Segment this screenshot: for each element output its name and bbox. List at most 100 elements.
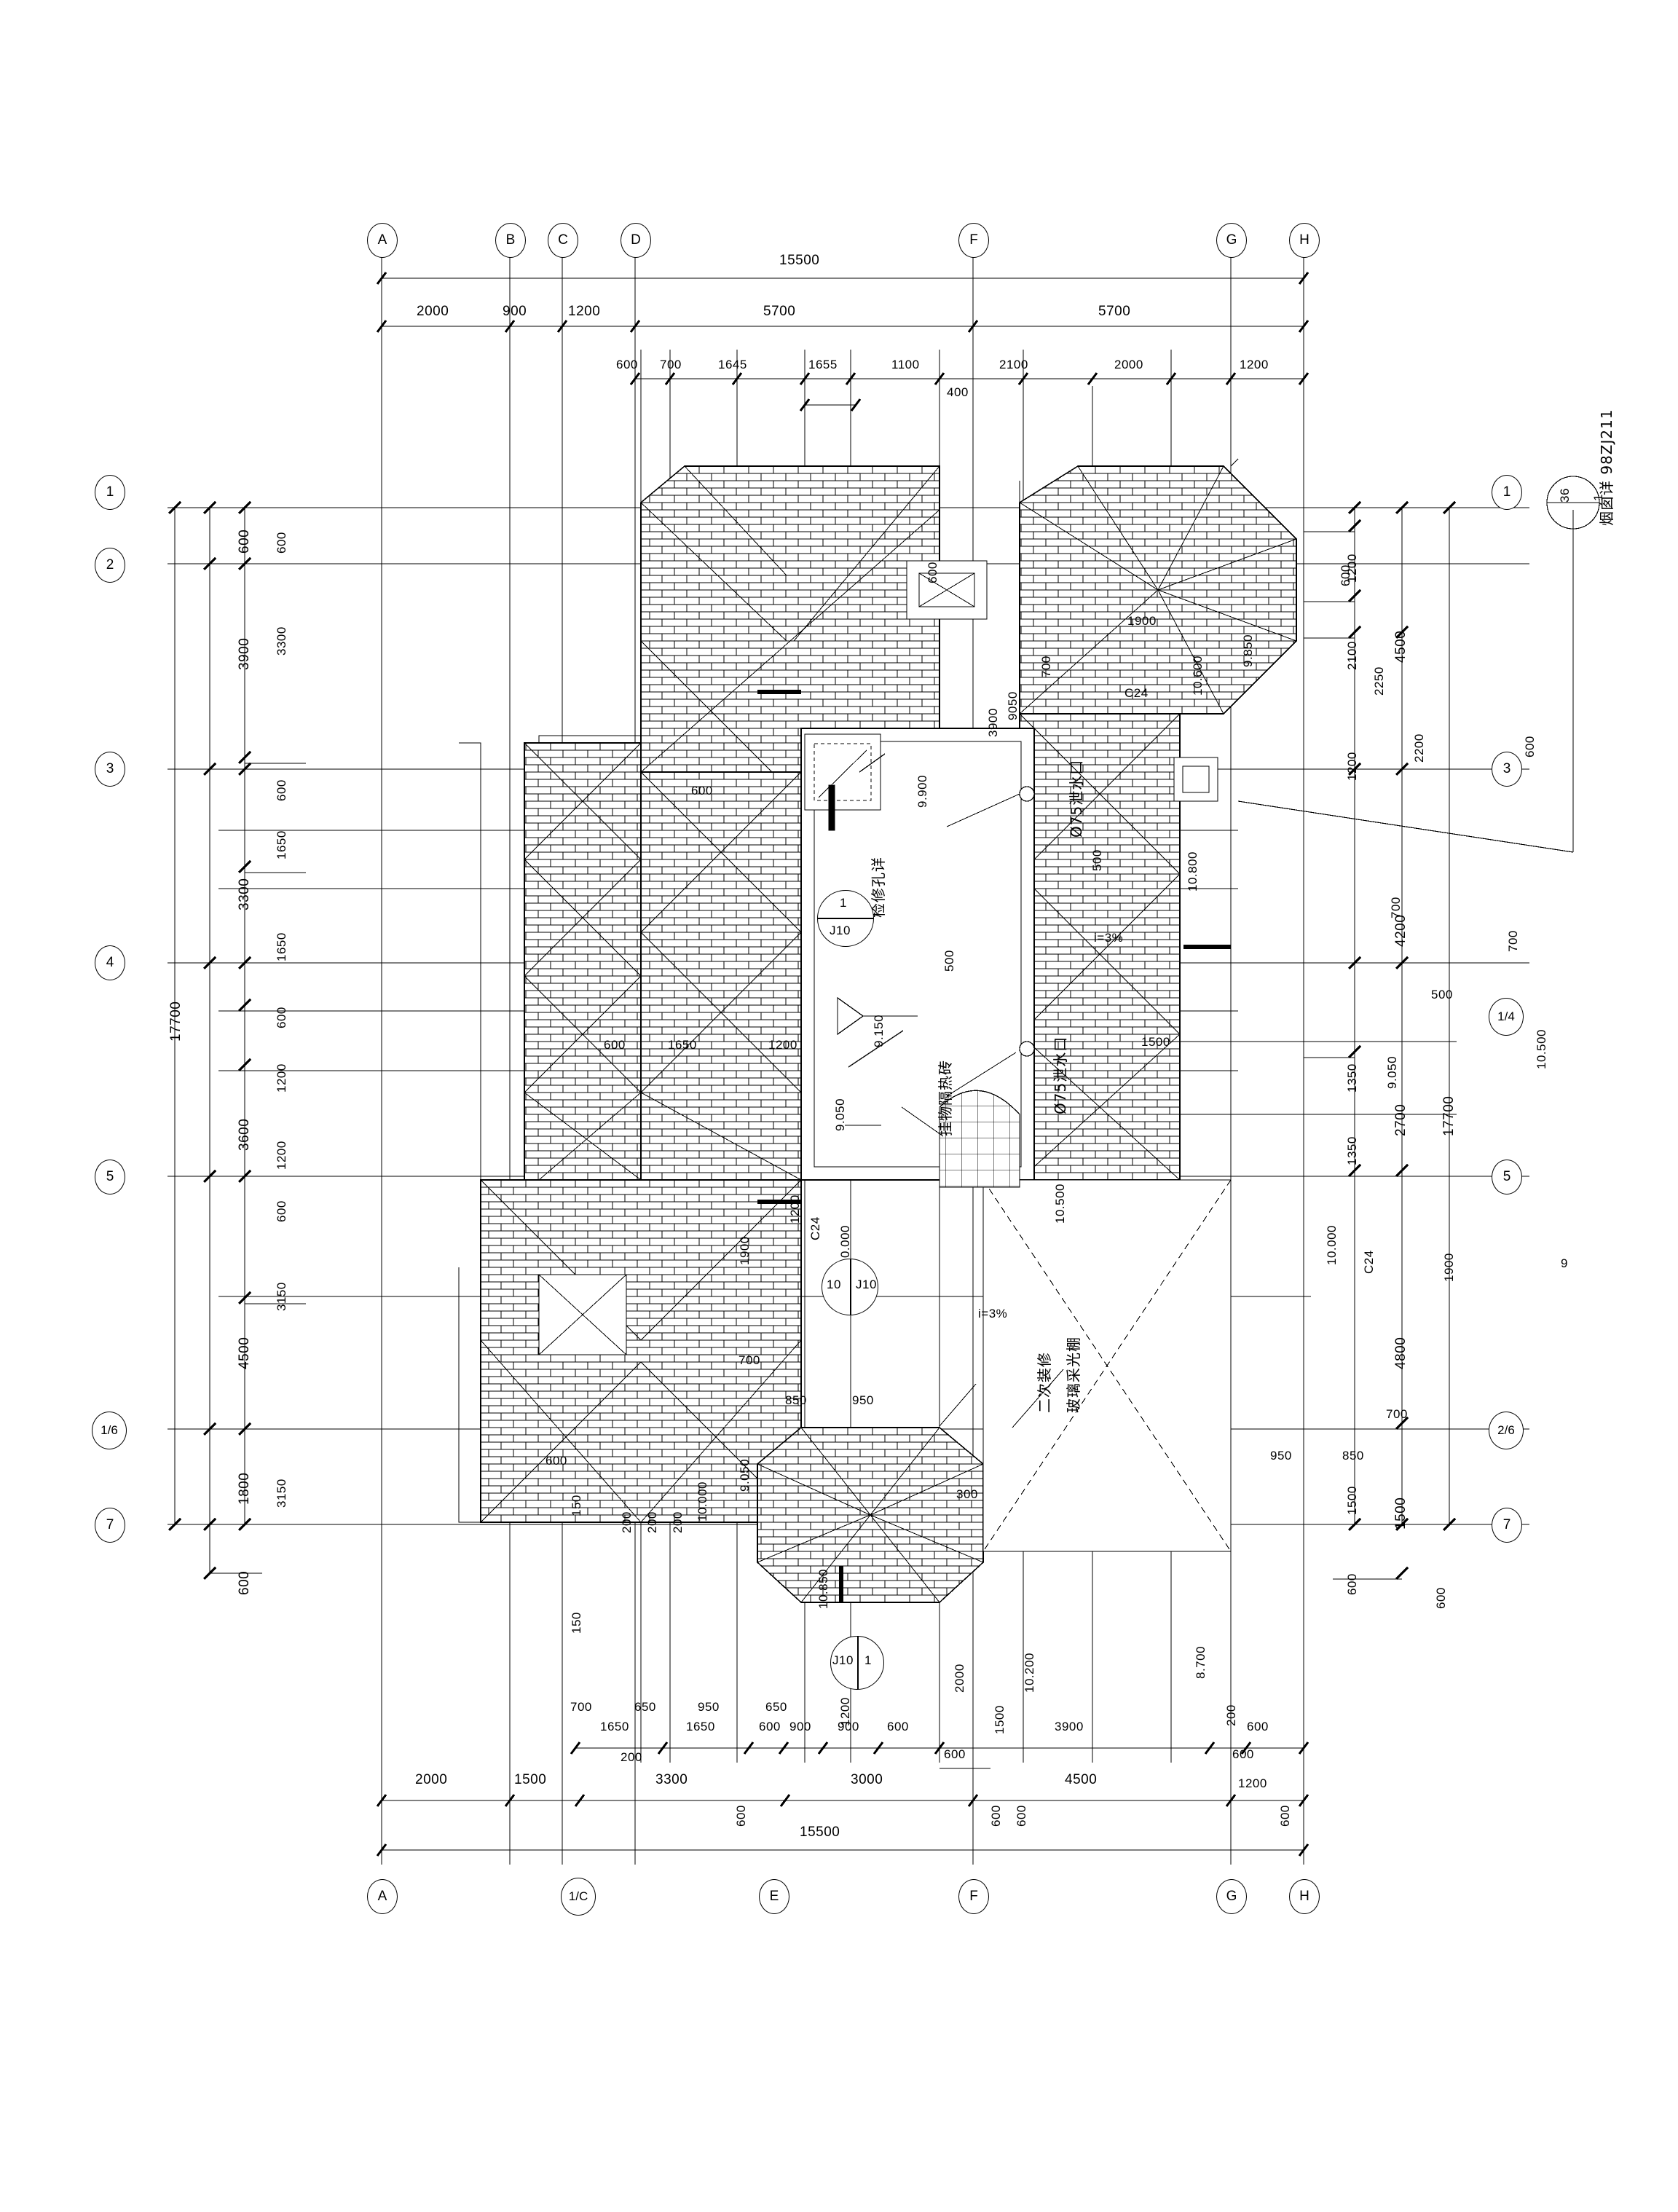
grid-bubble-top-C[interactable]: C <box>548 223 578 258</box>
interior-dim: 10.000 <box>1325 1225 1339 1265</box>
dim-bot-600b: 600 <box>887 1720 909 1733</box>
interior-dim: 200 <box>645 1511 659 1533</box>
dim-top-5700b: 5700 <box>1098 304 1131 319</box>
dim-right2-1500: 1500 <box>1393 1497 1409 1530</box>
dim-left2-3150a: 3150 <box>275 1282 288 1311</box>
dim-left-3900: 3900 <box>237 637 252 670</box>
interior-dim: 1900 <box>1127 614 1157 628</box>
dim-right-1500: 1500 <box>1345 1486 1359 1515</box>
interior-dim: 600 <box>604 1038 626 1052</box>
dim-right-1200b: 1200 <box>1345 752 1359 781</box>
interior-dim: 650 <box>634 1700 656 1714</box>
grid-bubble-bottom-H[interactable]: H <box>1289 1879 1320 1914</box>
grid-bubble-right-5[interactable]: 5 <box>1492 1160 1522 1194</box>
grid-bubble-top-B[interactable]: B <box>495 223 526 258</box>
dim-right2-4200: 4200 <box>1393 914 1409 947</box>
label-insulation-brick: 挂物隔热砖 <box>937 1060 954 1136</box>
grid-bubble-bottom-E[interactable]: E <box>759 1879 789 1914</box>
interior-dim: 600 <box>1434 1587 1448 1609</box>
grid-bubble-top-H[interactable]: H <box>1289 223 1320 258</box>
interior-dim: 10.000 <box>696 1481 709 1522</box>
grid-bubble-top-D[interactable]: D <box>621 223 651 258</box>
dim-left-600b: 600 <box>237 1570 252 1595</box>
grid-bubble-right-1[interactable]: 1 <box>1492 475 1522 510</box>
grid-bubble-left-7[interactable]: 7 <box>95 1508 125 1543</box>
grid-bubble-bottom-1C[interactable]: 1/C <box>561 1878 596 1916</box>
interior-dim: 9.150 <box>872 1014 886 1047</box>
dim-bot-1500: 1500 <box>514 1772 547 1787</box>
grid-bubble-top-A[interactable]: A <box>367 223 398 258</box>
dim-left2-1200b: 1200 <box>275 1141 288 1170</box>
interior-dim: 1900 <box>738 1236 752 1265</box>
dim-bot-4500: 4500 <box>1065 1772 1098 1787</box>
label-drain-outlet-1: Ø75泄水口 <box>1068 759 1085 838</box>
interior-dim: 950 <box>1270 1449 1292 1463</box>
grid-bubble-right-14[interactable]: 1/4 <box>1489 998 1524 1036</box>
dim-bot-600e: 600 <box>1232 1747 1254 1761</box>
interior-dim: 600 <box>1015 1805 1028 1827</box>
interior-dim: 200 <box>620 1511 634 1533</box>
detail-callout-ridge[interactable]: 10 J10 <box>822 1259 878 1315</box>
grid-bubble-bottom-A[interactable]: A <box>367 1879 398 1914</box>
section-marker-bottom[interactable]: J10 1 <box>830 1636 884 1690</box>
grid-bubble-top-F[interactable]: F <box>958 223 989 258</box>
interior-dim: 700 <box>1506 930 1520 952</box>
grid-bubble-left-16[interactable]: 1/6 <box>92 1412 127 1449</box>
grid-bubble-bottom-G[interactable]: G <box>1216 1879 1247 1914</box>
interior-dim: C24 <box>808 1216 822 1240</box>
interior-dim: 10.600 <box>1191 656 1205 696</box>
dim-bot-3000: 3000 <box>851 1772 883 1787</box>
grid-bubble-bottom-F[interactable]: F <box>958 1879 989 1914</box>
dim-left2-3150b: 3150 <box>275 1479 288 1508</box>
interior-dim: 500 <box>942 950 956 972</box>
interior-dim: 150 <box>570 1612 583 1634</box>
grid-bubble-left-1[interactable]: 1 <box>95 475 125 510</box>
interior-dim: 10.500 <box>1535 1029 1548 1069</box>
dim-left-600a: 600 <box>237 529 252 554</box>
dim-top-1200b: 1200 <box>1240 358 1269 371</box>
dim-bot-600d: 600 <box>944 1747 966 1761</box>
interior-dim: 850 <box>785 1393 807 1407</box>
interior-dim: 9.050 <box>738 1458 752 1492</box>
grid-bubble-right-26[interactable]: 2/6 <box>1489 1412 1524 1449</box>
grid-bubble-right-7[interactable]: 7 <box>1492 1508 1522 1543</box>
dim-bot-1200: 1200 <box>1238 1776 1267 1790</box>
grid-bubble-left-2[interactable]: 2 <box>95 548 125 583</box>
interior-dim: 10.850 <box>816 1569 830 1609</box>
interior-dim: 300 <box>956 1487 978 1501</box>
interior-dim: 500 <box>1090 849 1104 871</box>
interior-dim: 650 <box>765 1700 787 1714</box>
interior-dim: 1200 <box>768 1038 797 1052</box>
interior-dim: 1900 <box>1442 1253 1456 1282</box>
dim-bot-900b: 900 <box>838 1720 859 1733</box>
dim-left2-600d: 600 <box>275 1200 288 1222</box>
dim-bot-900a: 900 <box>789 1720 811 1733</box>
grid-bubble-top-G[interactable]: G <box>1216 223 1247 258</box>
interior-dim: 10.800 <box>1186 851 1200 892</box>
interior-dim: 2250 <box>1372 666 1386 696</box>
grid-bubble-left-4[interactable]: 4 <box>95 945 125 980</box>
interior-dim: 200 <box>621 1750 642 1764</box>
detail-callout-inspection[interactable]: 1 J10 <box>817 890 874 947</box>
grid-bubble-left-5[interactable]: 5 <box>95 1160 125 1194</box>
dim-right-1350b: 1350 <box>1345 1136 1359 1165</box>
interior-dim: 9.900 <box>915 774 929 808</box>
grid-bubble-right-3[interactable]: 3 <box>1492 752 1522 787</box>
interior-dim: 1650 <box>668 1038 697 1052</box>
interior-dim: 700 <box>570 1700 592 1714</box>
grid-bubble-left-3[interactable]: 3 <box>95 752 125 787</box>
dim-top-5700a: 5700 <box>763 304 796 319</box>
chimney-detail-num-top: 1 <box>1591 494 1605 501</box>
dim-left2-3300: 3300 <box>275 626 288 656</box>
detail-callout-ridge-top: 10 <box>827 1278 841 1291</box>
dim-top-900: 900 <box>503 304 527 319</box>
interior-dim: 9.050 <box>833 1098 847 1131</box>
interior-dim: 1200 <box>838 1697 852 1726</box>
dim-bot-2000: 2000 <box>415 1772 448 1787</box>
dim-top-400: 400 <box>947 385 969 399</box>
interior-dim: 2000 <box>953 1664 966 1693</box>
interior-dim: 9050 <box>1006 691 1020 720</box>
dim-bot-3300: 3300 <box>655 1772 688 1787</box>
